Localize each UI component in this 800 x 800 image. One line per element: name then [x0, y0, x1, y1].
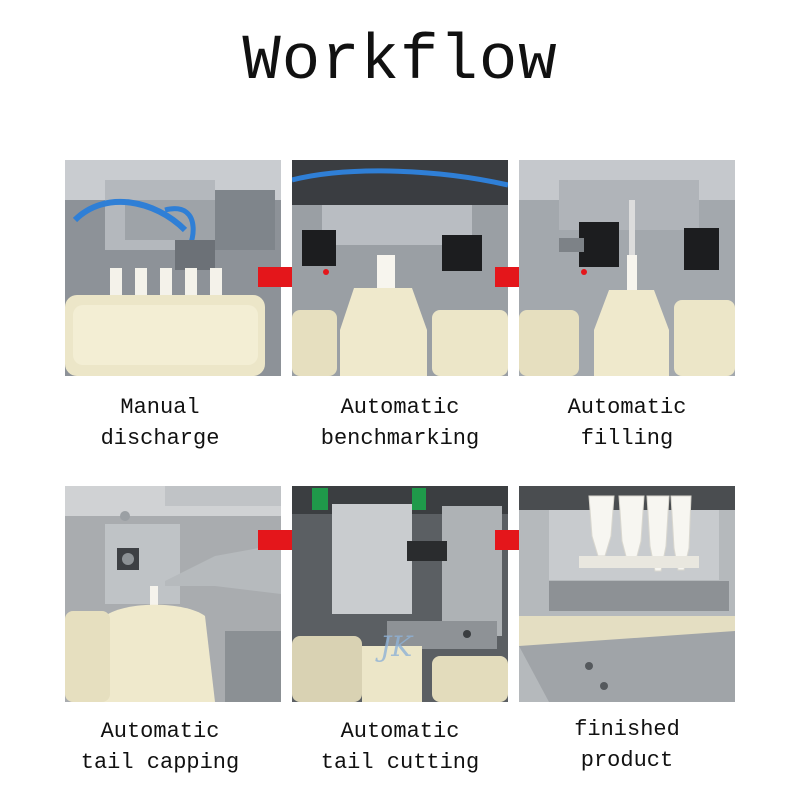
step-photo-automatic-tail-capping [65, 486, 281, 702]
step-photo-automatic-benchmarking [292, 160, 508, 376]
step-caption-manual-discharge: Manual discharge [100, 395, 220, 451]
step-photo-manual-discharge [65, 160, 281, 376]
step-photo-automatic-filling [519, 160, 735, 376]
step-caption-automatic-filling: Automatic filling [567, 395, 687, 451]
watermark-logo: JK [375, 630, 414, 663]
step-caption-automatic-tail-capping: Automatic tail capping [80, 719, 240, 775]
step-photo-finished-product [519, 486, 735, 702]
step-caption-finished-product: finished product [574, 717, 680, 773]
page-title: Workflow [242, 26, 558, 98]
step-caption-automatic-tail-cutting: Automatic tail cutting [320, 719, 480, 775]
step-photo-automatic-tail-cutting: JK [292, 486, 508, 702]
step-caption-automatic-benchmarking: Automatic benchmarking [320, 395, 480, 451]
